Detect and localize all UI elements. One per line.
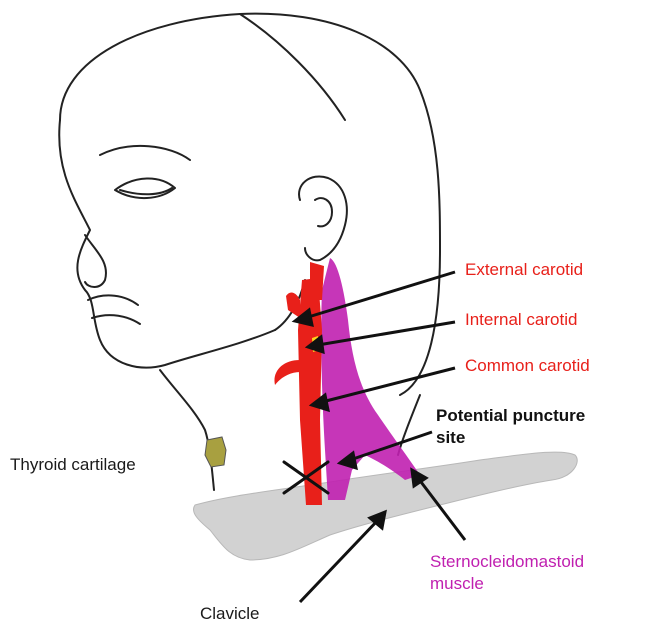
label-clavicle: Clavicle (200, 604, 260, 624)
ear-inner (315, 198, 332, 226)
label-puncture-line2: site (436, 428, 465, 448)
thyroid-cartilage (205, 437, 226, 467)
external-carotid-artery (286, 293, 300, 318)
head-outline (60, 14, 440, 395)
neck-front (160, 370, 214, 490)
label-internal-carotid: Internal carotid (465, 310, 577, 330)
label-scm-line1: Sternocleidomastoid (430, 552, 584, 572)
label-puncture-line1: Potential puncture (436, 406, 585, 426)
sternocleidomastoid-muscle (321, 258, 420, 500)
label-thyroid-cartilage: Thyroid cartilage (10, 455, 136, 475)
eyebrow (100, 146, 190, 160)
label-scm-line2: muscle (430, 574, 484, 594)
hair-line (240, 14, 345, 120)
carotid-bifurcation (310, 262, 324, 300)
label-common-carotid: Common carotid (465, 356, 590, 376)
label-external-carotid: External carotid (465, 260, 583, 280)
ear (299, 177, 347, 261)
clavicle-bone (193, 452, 577, 560)
mouth (88, 295, 140, 324)
neck-back (398, 395, 420, 455)
nose (85, 235, 106, 287)
artery-branch (274, 360, 300, 385)
